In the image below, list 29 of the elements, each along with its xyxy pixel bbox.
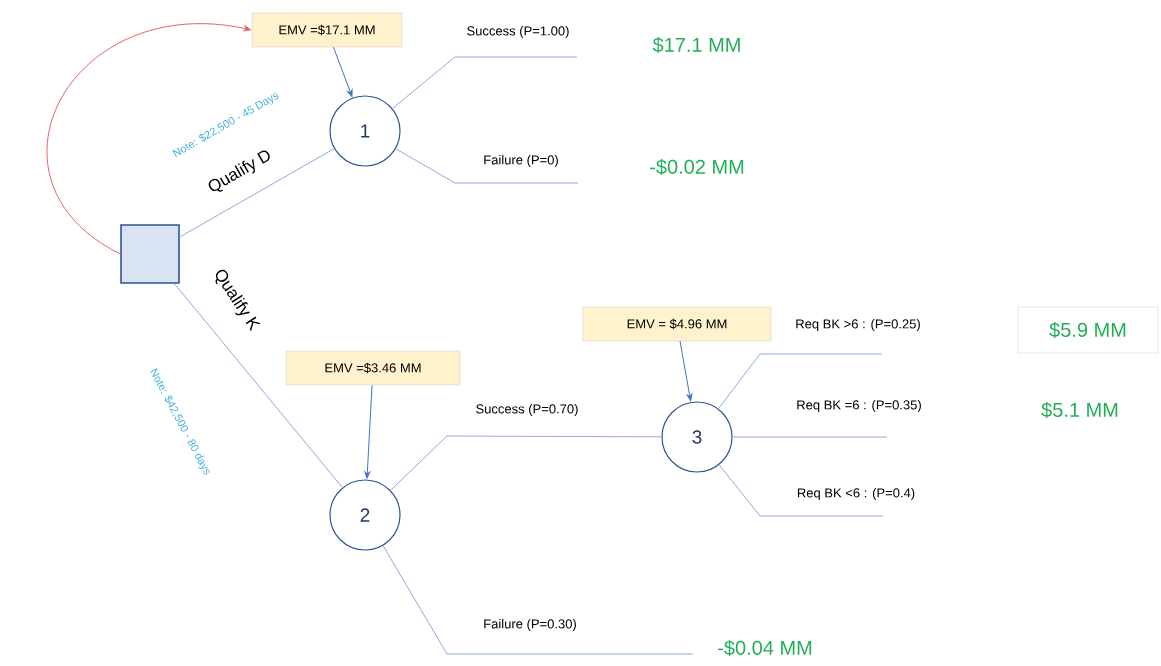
arrow [679,340,693,402]
branch-line [718,353,883,410]
edge-label: Req BK =6 : (P=0.35) [795,398,923,414]
branch-line [179,148,335,238]
outcome-value: -$0.02 MM [650,158,744,176]
branch-line [390,435,662,491]
branch-line [392,56,578,109]
edge-label: Req BK >6 : (P=0.25) [794,317,922,333]
branch-line [174,283,343,488]
emv-box: EMV =$17.1 MM [251,12,403,48]
edge-label: Success (P=1.00) [465,24,571,40]
decision-square [120,224,180,284]
branch-line [382,545,694,655]
outcome-value: -$0.04 MM [718,639,812,657]
edge-label: Success (P=0.70) [474,402,580,418]
outcome-value: $5.1 MM [1041,401,1118,419]
edge-label: Req BK <6 : (P=0.4) [795,486,917,502]
edge-label: Failure (P=0.30) [482,617,578,633]
arrow [333,46,353,97]
edge-label: Failure (P=0) [482,153,560,169]
value-box: $5.9 MM [1017,306,1159,354]
branch-line [395,148,579,184]
branch-line [732,436,888,438]
emv-box: EMV = $4.96 MM [582,306,772,342]
outcome-value: $17.1 MM [652,36,740,54]
arrow [364,384,373,479]
branch-line [718,464,884,517]
emv-box: EMV =$3.46 MM [285,350,461,386]
loop-arrow [46,23,251,255]
